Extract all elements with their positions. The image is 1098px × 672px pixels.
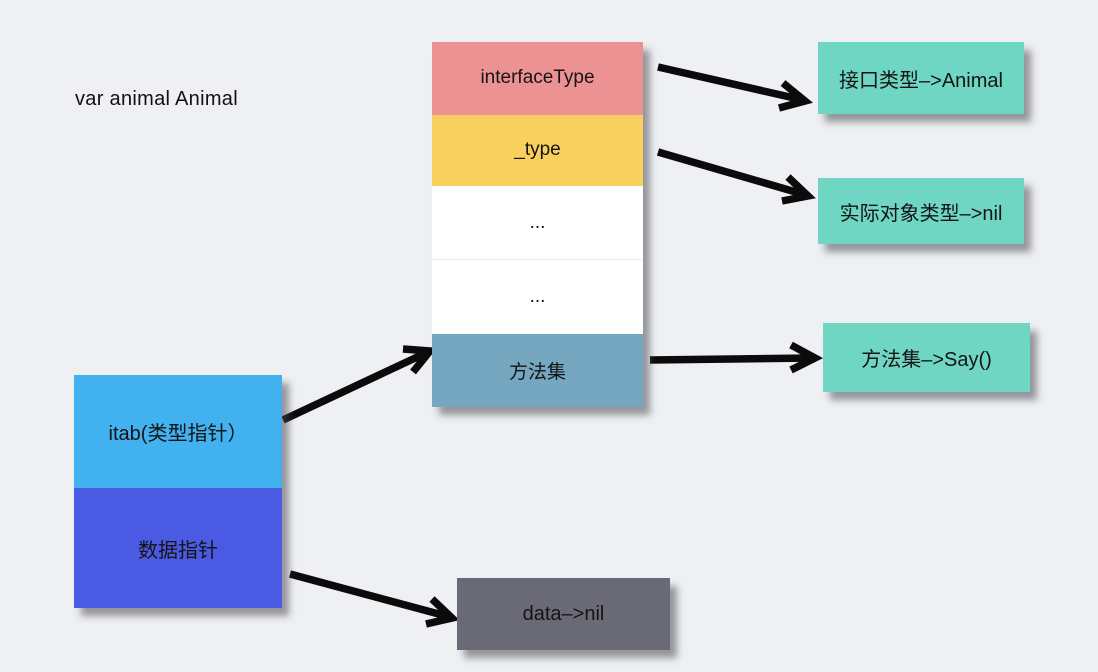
annotation-interface-type: 接口类型–>Animal [818, 42, 1024, 114]
struct-row-type: _type [432, 114, 643, 186]
itab-struct-box: interfaceType _type ... ... 方法集 [432, 42, 643, 407]
annotation-data-nil: data–>nil [457, 578, 670, 650]
iface-row-data-pointer: 数据指针 [74, 488, 282, 608]
arrow-itab-to-struct [281, 345, 438, 424]
arrow-methodset-to-note [649, 341, 824, 374]
struct-row-methodset: 方法集 [432, 334, 643, 407]
arrow-datapointer-to-data [289, 570, 460, 628]
iface-row-itab-pointer: itab(类型指针） [74, 375, 282, 488]
struct-row-ellipsis-2: ... [432, 259, 643, 335]
variable-declaration-label: var animal Animal [75, 88, 238, 110]
annotation-method-set: 方法集–>Say() [823, 323, 1030, 392]
struct-row-ellipsis-1: ... [432, 185, 643, 260]
struct-row-interfacetype: interfaceType [432, 42, 643, 115]
arrow-interfacetype-to-note [657, 63, 814, 112]
arrow-type-to-note [656, 148, 816, 205]
annotation-concrete-type: 实际对象类型–>nil [818, 178, 1024, 244]
interface-variable-box: itab(类型指针） 数据指针 [74, 375, 282, 608]
